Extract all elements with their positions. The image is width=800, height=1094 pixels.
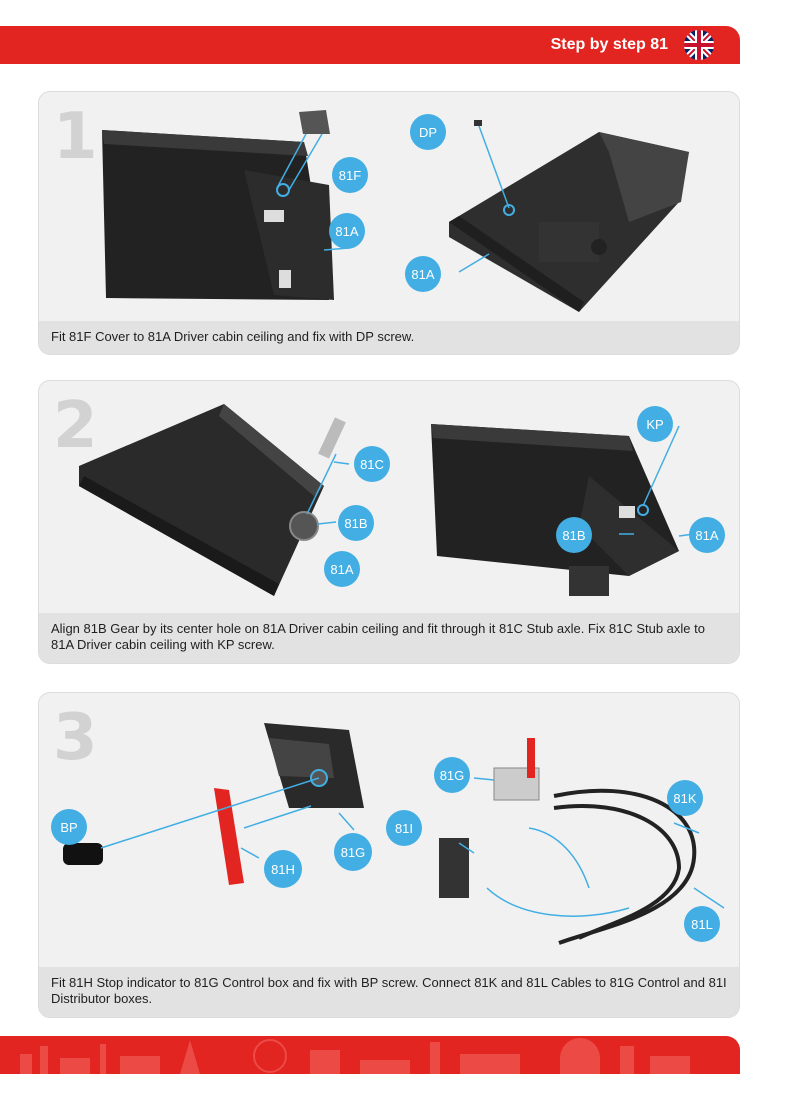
- callout-81l: 81L: [684, 906, 720, 942]
- london-skyline-icon: [0, 1036, 740, 1074]
- step-3-caption: Fit 81H Stop indicator to 81G Control bo…: [39, 967, 739, 1017]
- gear-assembly-illustration: [74, 396, 364, 606]
- page-title: Step by step 81: [551, 36, 668, 54]
- step-2-caption: Align 81B Gear by its center hole on 81A…: [39, 613, 739, 663]
- callout-81a: 81A: [329, 213, 365, 249]
- header-bar: Step by step 81: [0, 26, 740, 64]
- callout-81b: 81B: [338, 505, 374, 541]
- callout-81f: 81F: [332, 157, 368, 193]
- stop-indicator-illustration: [49, 718, 389, 918]
- driver-cabin-ceiling-illustration-1: [94, 110, 394, 310]
- callout-81i: 81I: [386, 810, 422, 846]
- callout-kp: KP: [637, 406, 673, 442]
- callout-81k: 81K: [667, 780, 703, 816]
- footer-skyline-bar: [0, 1036, 740, 1074]
- step-2-panel: 2 81C 81B 81A KP 81B 81A Align 81B Gear …: [38, 380, 740, 664]
- callout-81g: 81G: [334, 833, 372, 871]
- callout-dp: DP: [410, 114, 446, 150]
- callout-81h: 81H: [264, 850, 302, 888]
- callout-81g-right: 81G: [434, 757, 470, 793]
- uk-flag-icon: [684, 30, 714, 60]
- step-3-panel: 3 BP 81H 81G 81G 81K 81I 81L Fit 81H Sto…: [38, 692, 740, 1018]
- callout-81b-right: 81B: [556, 517, 592, 553]
- callout-bp: BP: [51, 809, 87, 845]
- callout-81c: 81C: [354, 446, 390, 482]
- driver-cabin-ceiling-illustration-2: [419, 112, 719, 312]
- callout-81a: 81A: [324, 551, 360, 587]
- callout-81a-right: 81A: [689, 517, 725, 553]
- step-1-panel: 1 81F 81A DP 81A Fit 81F Cover to 81A Dr…: [38, 91, 740, 355]
- step-1-caption: Fit 81F Cover to 81A Driver cabin ceilin…: [39, 321, 739, 354]
- callout-81a-right: 81A: [405, 256, 441, 292]
- step-1-number: 1: [53, 100, 98, 174]
